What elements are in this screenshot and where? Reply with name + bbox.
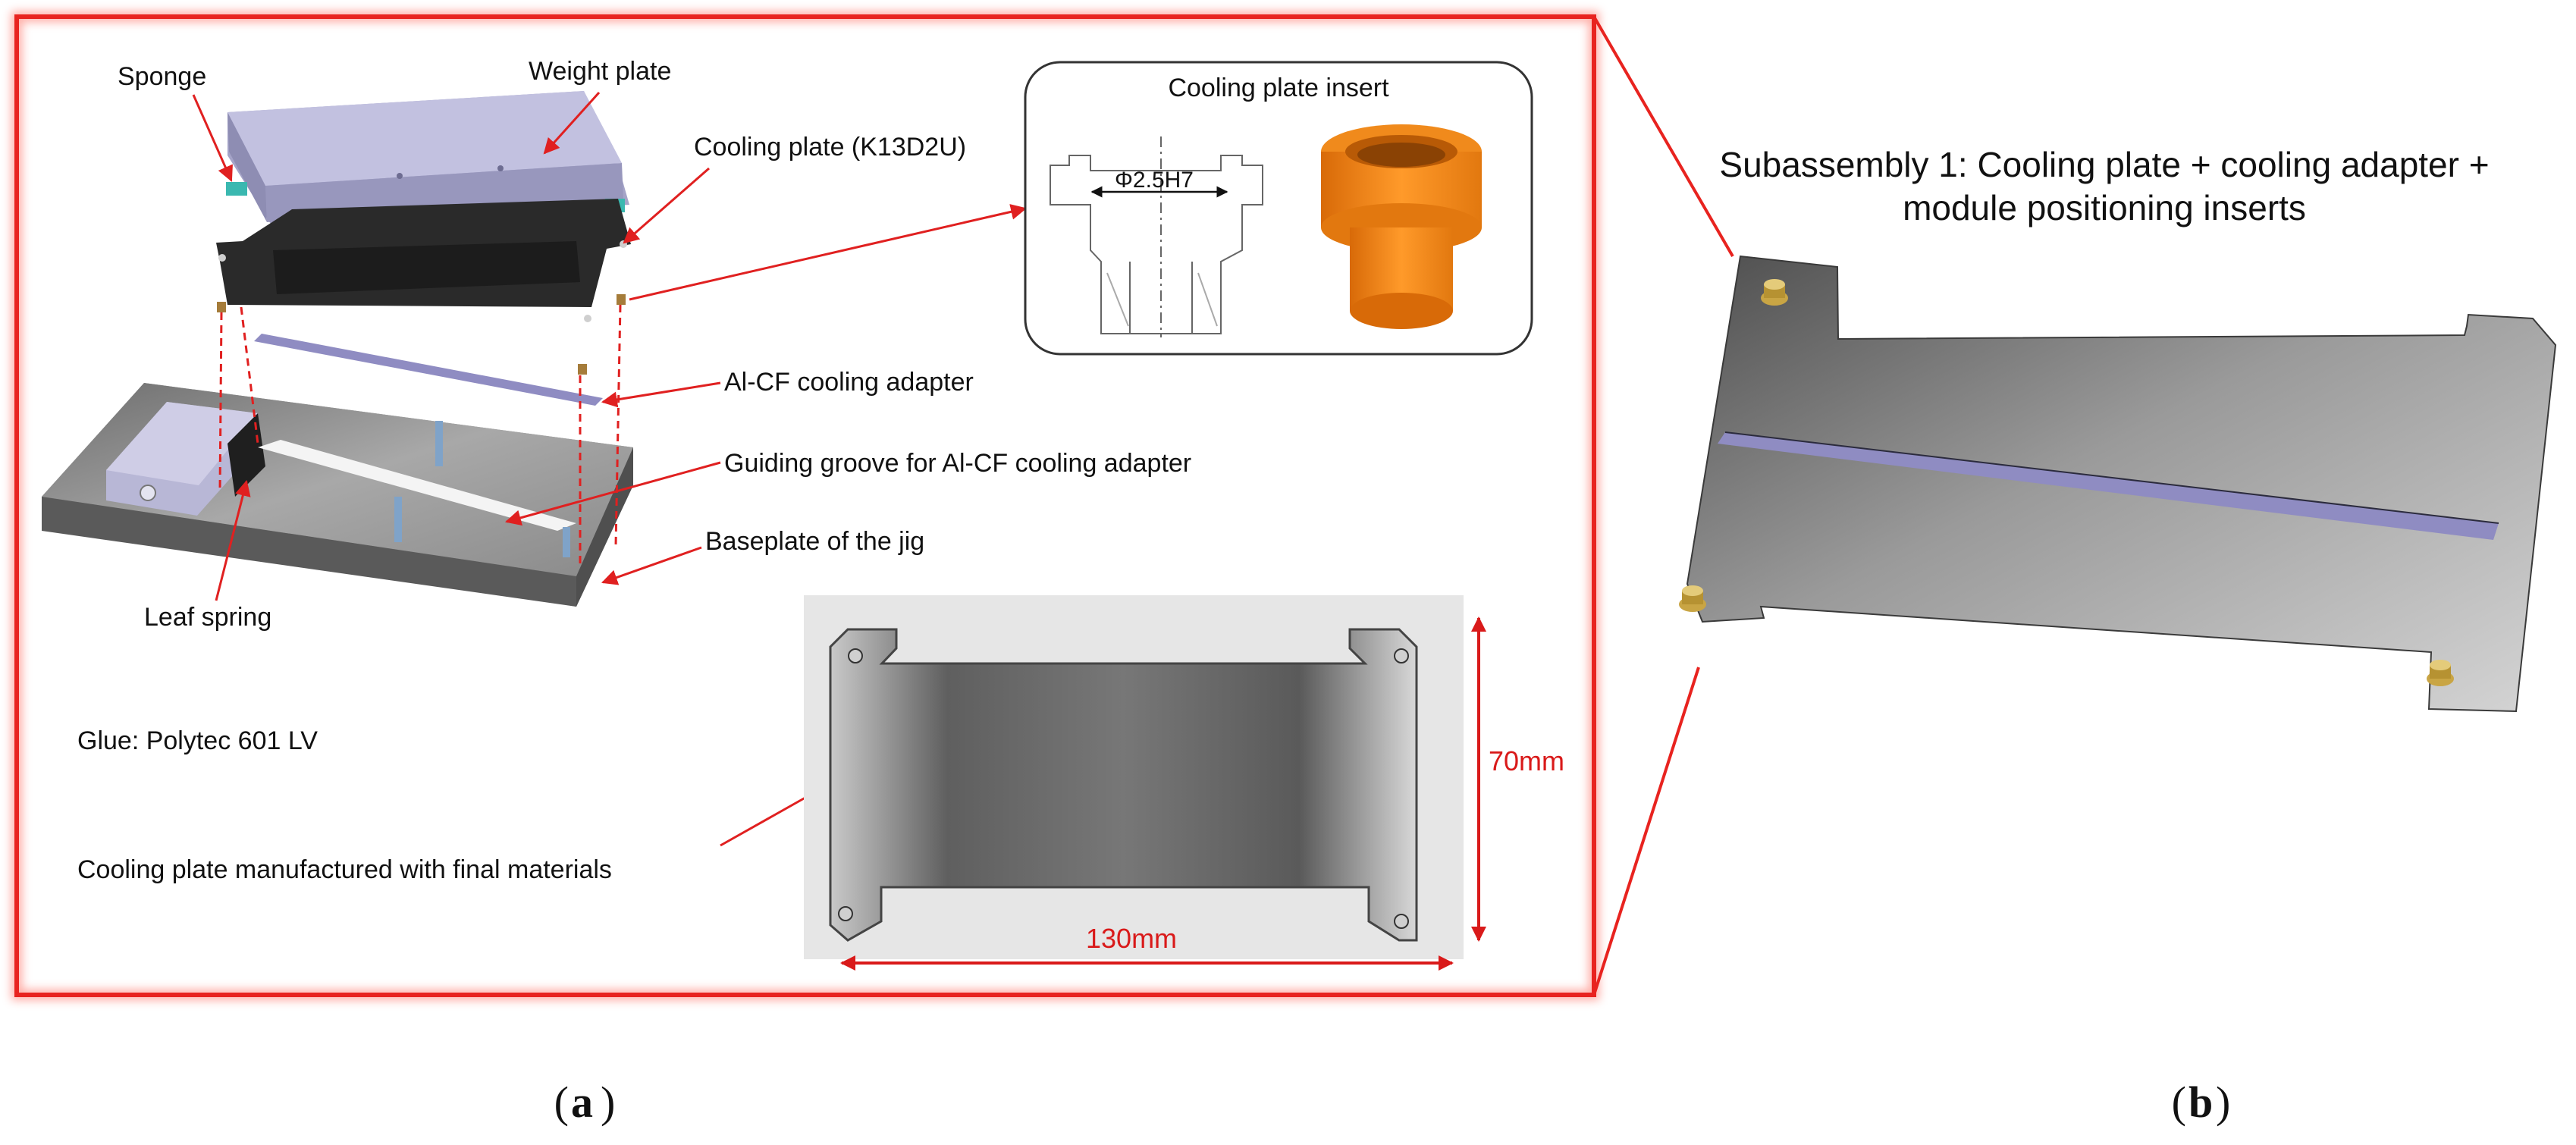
subassembly-inserts [1679,279,2454,686]
insert-3d-render [1321,124,1482,329]
zoom-line-top [1592,15,1734,258]
insert-dimension-label: Φ2.5H7 [1115,168,1194,193]
arrow-cooling-adapter [601,381,721,408]
label-baseplate: Baseplate of the jig [705,527,924,556]
sponge-block [226,182,247,196]
dim-width-label: 130mm [1086,923,1177,954]
insert-inset-title: Cooling plate insert [1168,74,1389,102]
svg-text:(: ( [2172,1078,2186,1127]
label-cooling-adapter: Al-CF cooling adapter [724,368,974,397]
label-manufactured: Cooling plate manufactured with final ma… [77,855,612,884]
arrow-insert [629,204,1028,301]
arrow-sponge [192,94,233,182]
caption-b: ( b ) [2172,1078,2231,1127]
caption-a-letter: a [571,1078,593,1127]
svg-text:): ) [2216,1078,2230,1127]
label-weight-plate: Weight plate [529,57,671,86]
insert-inset: Cooling plate insert Φ2.5H7 [1024,61,1533,356]
arrow-cooling-plate [623,167,710,244]
label-leaf-spring: Leaf spring [144,603,271,632]
panel-a-frame [14,14,1596,997]
arrow-weight-plate [543,91,601,155]
label-sponge: Sponge [118,62,206,91]
label-glue: Glue: Polytec 601 LV [77,726,318,755]
label-cooling-plate: Cooling plate (K13D2U) [694,133,966,162]
subassembly-adapter-bar [1718,432,2499,540]
cooling-plate-drawing [216,199,631,322]
label-guiding-groove: Guiding groove for Al-CF cooling adapter [724,449,1191,478]
panel-b-title-line2: module positioning inserts [1903,188,2306,227]
caption-b-letter: b [2189,1078,2213,1127]
alignment-lines [218,304,622,565]
subassembly-render [1679,255,2557,713]
panel-b-title-line1: Subassembly 1: Cooling plate + cooling a… [1719,145,2489,184]
weight-plate-drawing [226,91,629,234]
svg-text:(: ( [554,1078,569,1127]
arrow-baseplate [601,546,702,585]
svg-text:): ) [601,1078,615,1127]
arrow-leaf-spring [215,479,251,601]
arrow-guiding-groove [504,461,721,526]
dim-height-label: 70mm [1489,745,1564,776]
panel-a: Sponge Weight plate Cooling plate (K13D2… [11,11,1599,1000]
panel-b: Subassembly 1: Cooling plate + cooling a… [1679,145,2557,713]
insert-cross-section [1050,136,1263,337]
baseplate-drawing [42,383,633,607]
cooling-plate-photo: 70mm 130mm [804,595,1564,971]
insert-pins [217,294,626,375]
caption-a: ( a ) [554,1078,616,1127]
zoom-line-bottom [1592,667,1700,996]
cooling-adapter-drawing [254,334,603,406]
